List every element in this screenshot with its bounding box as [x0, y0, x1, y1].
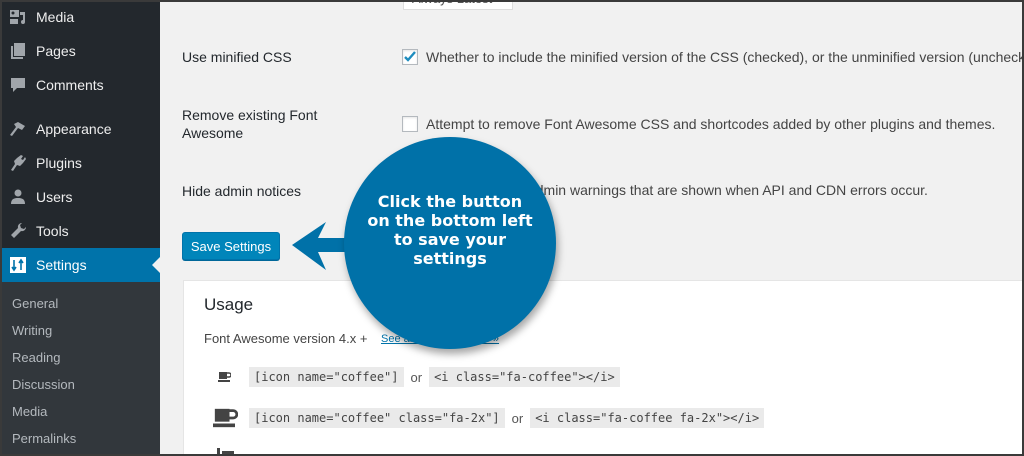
submenu-item-discussion[interactable]: Discussion — [12, 377, 75, 392]
checkmark-icon — [404, 51, 416, 62]
usage-title: Usage — [204, 295, 254, 314]
save-settings-button[interactable]: Save Settings — [182, 232, 280, 260]
shortcode-example: [icon name="coffee" class="fa-2x"] — [249, 408, 505, 428]
callout-arrow-icon — [292, 222, 350, 270]
sidebar-item-appearance[interactable]: Appearance — [0, 112, 160, 146]
admin-sidebar: Media Pages Comments Appearance Plugins … — [0, 0, 160, 456]
coffee-2x-icon — [204, 407, 244, 429]
html-example: <i class="fa-coffee fa-2x"></i> — [530, 408, 765, 428]
sidebar-item-label: Media — [36, 9, 75, 25]
pages-icon — [8, 41, 28, 61]
submenu-item-writing[interactable]: Writing — [12, 323, 53, 338]
sidebar-item-plugins[interactable]: Plugins — [0, 146, 160, 180]
media-icon — [8, 7, 28, 27]
usage-example-row: [icon name="coffee"] or <i class="fa-cof… — [204, 367, 625, 387]
users-icon — [8, 187, 28, 207]
sidebar-item-label: Plugins — [36, 155, 82, 171]
sidebar-item-pages[interactable]: Pages — [0, 34, 160, 68]
sidebar-item-label: Appearance — [36, 121, 112, 137]
callout-bubble: Click the button on the bottom left to s… — [344, 137, 556, 349]
sidebar-item-label: Comments — [36, 77, 104, 93]
version-select[interactable]: Always Latest — [403, 0, 513, 10]
shortcode-example: [icon name="coffee"] — [249, 367, 404, 387]
coffee-icon — [204, 371, 244, 383]
sidebar-item-label: Tools — [36, 223, 69, 239]
usage-panel: Usage Font Awesome version 4.x + See all… — [183, 280, 1024, 456]
sidebar-item-users[interactable]: Users — [0, 180, 160, 214]
sidebar-item-label: Users — [36, 189, 73, 205]
remove-fa-description: Attempt to remove Font Awesome CSS and s… — [426, 116, 996, 132]
tools-icon — [8, 221, 28, 241]
submenu-item-permalinks[interactable]: Permalinks — [12, 431, 77, 446]
sidebar-item-comments[interactable]: Comments — [0, 68, 160, 102]
settings-submenu: General Writing Reading Discussion Media… — [0, 282, 160, 456]
remove-fa-label: Remove existing Font Awesome — [182, 107, 318, 141]
sidebar-item-tools[interactable]: Tools — [0, 214, 160, 248]
coffee-3x-icon-partial — [217, 447, 237, 456]
appearance-icon — [8, 119, 28, 139]
settings-icon — [8, 255, 28, 275]
submenu-item-reading[interactable]: Reading — [12, 350, 61, 365]
hide-notices-label: Hide admin notices — [182, 183, 302, 199]
or-text: or — [511, 410, 524, 426]
plugins-icon — [8, 153, 28, 173]
sidebar-item-label: Pages — [36, 43, 76, 59]
html-example: <i class="fa-coffee"></i> — [429, 367, 620, 387]
or-text: or — [410, 369, 423, 385]
submenu-item-general[interactable]: General — [12, 296, 59, 311]
submenu-item-media[interactable]: Media — [12, 404, 48, 419]
comments-icon — [8, 75, 28, 95]
callout-text: Click the button on the bottom left to s… — [367, 192, 533, 268]
sidebar-item-settings[interactable]: Settings — [0, 248, 160, 282]
minified-css-checkbox[interactable] — [402, 49, 418, 65]
remove-fa-checkbox[interactable] — [402, 116, 418, 132]
usage-version-text: Font Awesome version 4.x + — [204, 331, 368, 346]
sidebar-item-media[interactable]: Media — [0, 0, 160, 34]
sidebar-item-label: Settings — [36, 257, 87, 273]
minified-css-description: Whether to include the minified version … — [426, 49, 1024, 65]
minified-css-label: Use minified CSS — [182, 49, 292, 65]
usage-example-row: [icon name="coffee" class="fa-2x"] or <i… — [204, 407, 769, 429]
hide-notices-description: Hide the default admin warnings that are… — [426, 182, 928, 198]
